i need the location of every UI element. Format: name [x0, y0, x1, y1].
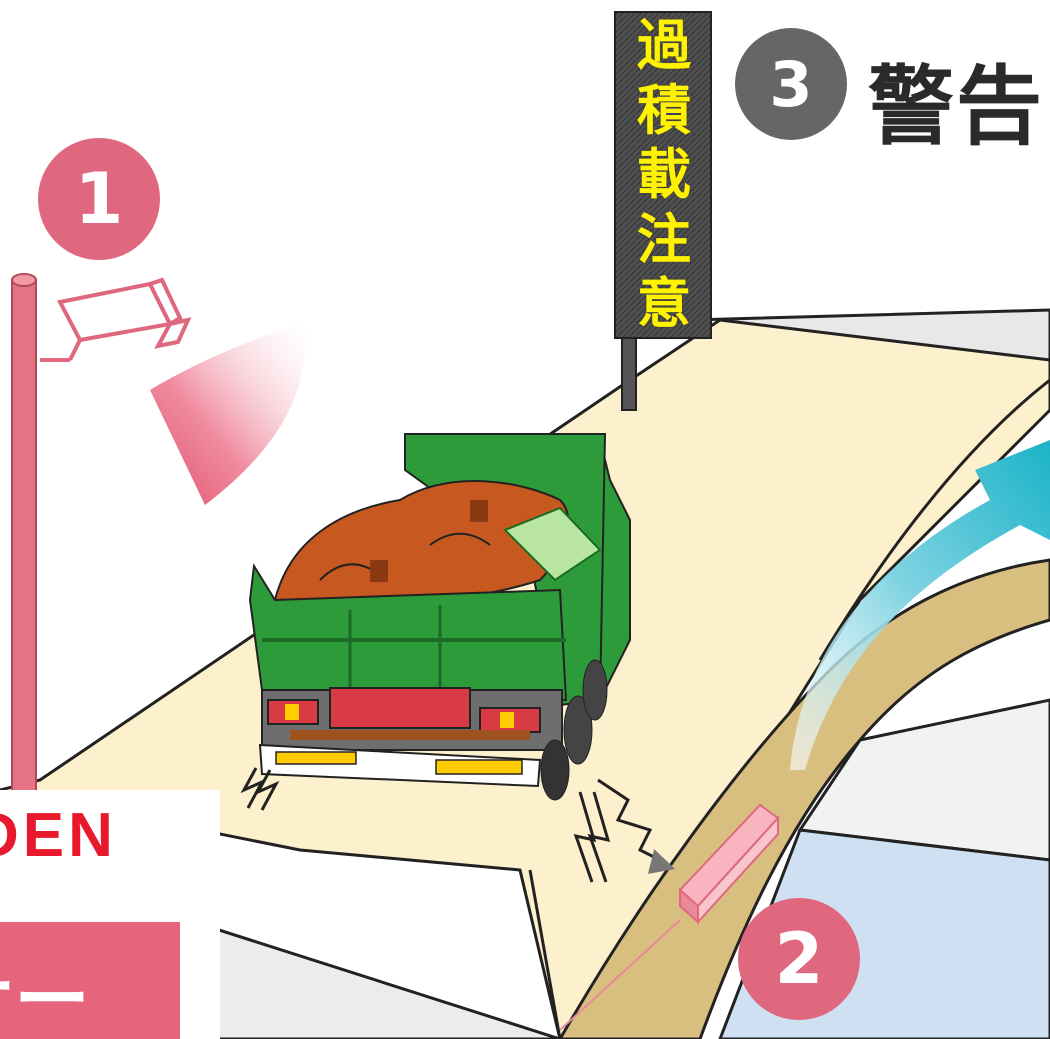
lightning-bolt-icon: [240, 767, 676, 883]
sign-char-4: 注: [637, 207, 691, 271]
surveillance-camera-icon: [40, 277, 192, 362]
brand-logo-text: DEN: [0, 801, 117, 870]
warning-arrow-icon: [790, 440, 1050, 770]
camera-pole: [11, 279, 37, 801]
sign-char-1: 過: [637, 14, 691, 77]
overload-caution-sign: 過 積 載 注 意: [617, 16, 711, 334]
deck-side: [818, 378, 1050, 661]
camera-view-cone: [150, 322, 306, 505]
sign-char-2: 積: [637, 78, 691, 142]
sign-char-5: 意: [637, 272, 691, 335]
step-1-badge: 1: [38, 138, 160, 260]
deck-edge: [528, 869, 562, 1039]
sensor-line: [559, 919, 681, 1031]
step-3-badge: 3: [735, 28, 847, 140]
sign-char-3: 載: [637, 143, 691, 206]
step-2-badge: 2: [738, 898, 860, 1020]
warning-heading: 警告: [868, 57, 1044, 157]
sensor-label-text: サー: [0, 955, 90, 1039]
sensor-label-bar: [0, 922, 180, 1039]
right-ground-plane: [797, 698, 1050, 862]
sign-board: [614, 11, 712, 339]
sign-pole: [621, 329, 637, 411]
axle-sensor-icon: [678, 803, 780, 925]
dump-truck: [248, 433, 631, 801]
